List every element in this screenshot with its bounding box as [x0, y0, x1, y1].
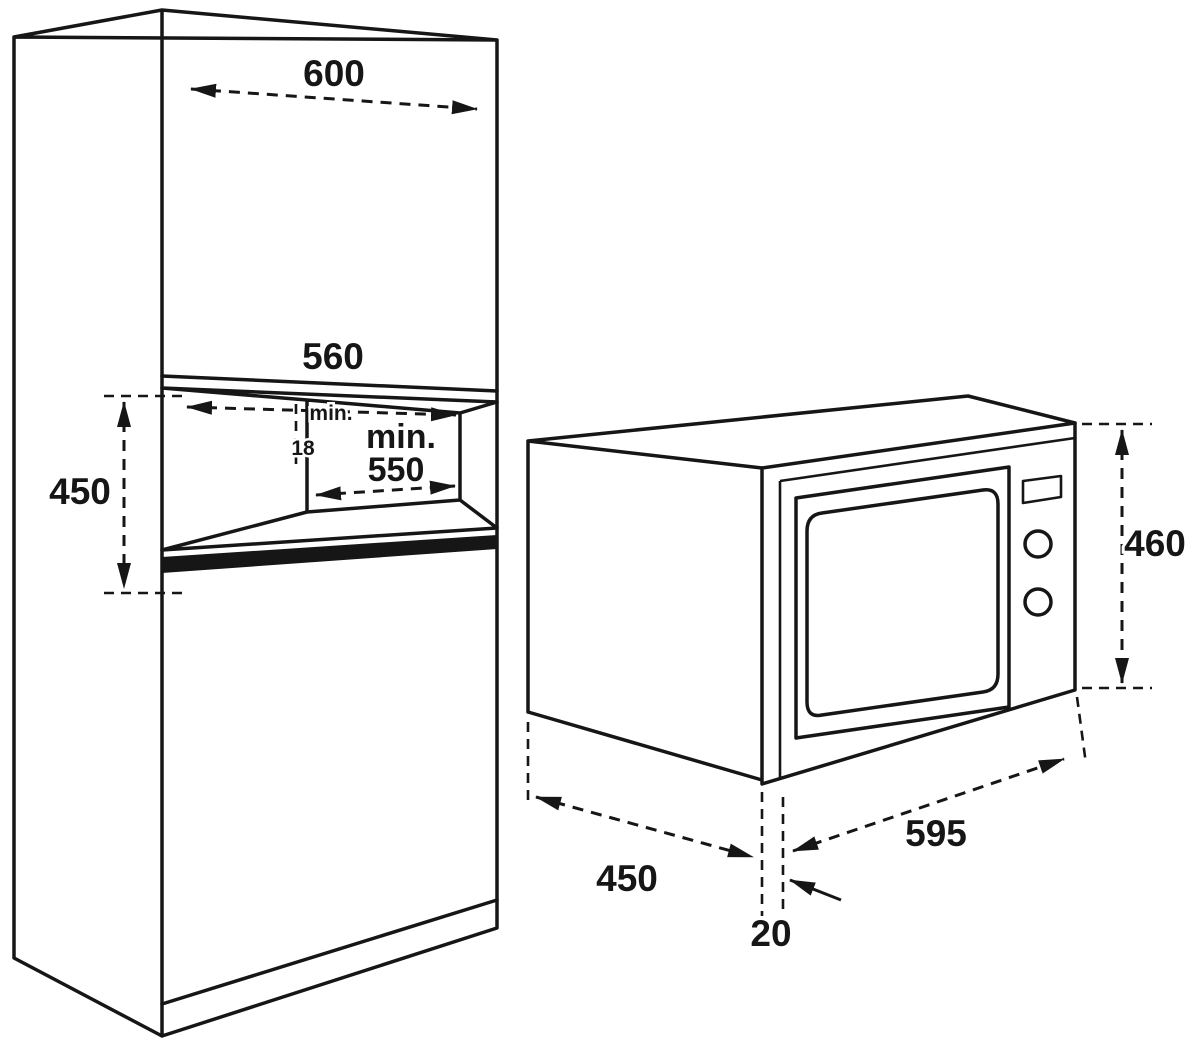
microwave-body-outline	[526, 394, 1077, 782]
control-display	[1021, 474, 1063, 505]
upper-door-bottom-edge	[160, 374, 499, 393]
dim-panel-min-value: 18	[291, 437, 315, 460]
microwave-door-window	[805, 488, 1000, 718]
dim-panel-thickness: min. 18	[289, 400, 355, 464]
cabinet-outline	[12, 8, 499, 1038]
dim-niche-width-label: 560	[302, 336, 364, 377]
dim-oven-height: 460	[1082, 422, 1189, 690]
front-panel-inner-frame	[778, 436, 1076, 778]
cabinet-drawing	[12, 8, 499, 1038]
microwave-door	[794, 465, 1011, 740]
control-knob-upper	[1023, 529, 1053, 559]
dim-niche-height-label: 450	[49, 471, 111, 512]
dim-cabinet-top-width: 600	[190, 50, 478, 115]
dim-oven-depth: 450	[526, 722, 764, 916]
control-knob-lower	[1023, 587, 1053, 617]
dim-cabinet-top-width-arrow	[190, 83, 478, 115]
dim-frame-overhang: 20	[747, 797, 842, 957]
dim-oven-depth-arrow	[535, 795, 754, 859]
dim-panel-min-label: min.	[309, 402, 352, 425]
dim-oven-width-arrow	[792, 757, 1065, 853]
dim-oven-height-label: 460	[1124, 523, 1186, 564]
dim-niche-width-arrow	[186, 400, 457, 422]
niche-shelf-front-strip	[162, 535, 497, 573]
dim-depth-min-value: 550	[368, 451, 425, 489]
cabinet-plinth-line	[160, 898, 499, 1006]
dim-oven-width: 595	[792, 696, 1088, 857]
microwave-drawing	[526, 394, 1077, 786]
dim-niche-width: 560	[186, 333, 457, 422]
dim-cabinet-top-width-label: 600	[303, 53, 365, 94]
dim-depth-min-label: min.	[366, 418, 436, 456]
dim-niche-height: 450	[46, 394, 184, 595]
dim-niche-depth-arrow	[315, 480, 456, 501]
dim-oven-width-label: 595	[905, 813, 967, 854]
dim-oven-depth-label: 450	[596, 858, 658, 899]
dim-frame-overhang-label: 20	[750, 913, 791, 954]
dim-oven-width-ext-right	[1075, 696, 1088, 765]
dim-niche-depth: min. 550	[315, 415, 456, 501]
dim-frame-overhang-leader	[789, 878, 842, 902]
